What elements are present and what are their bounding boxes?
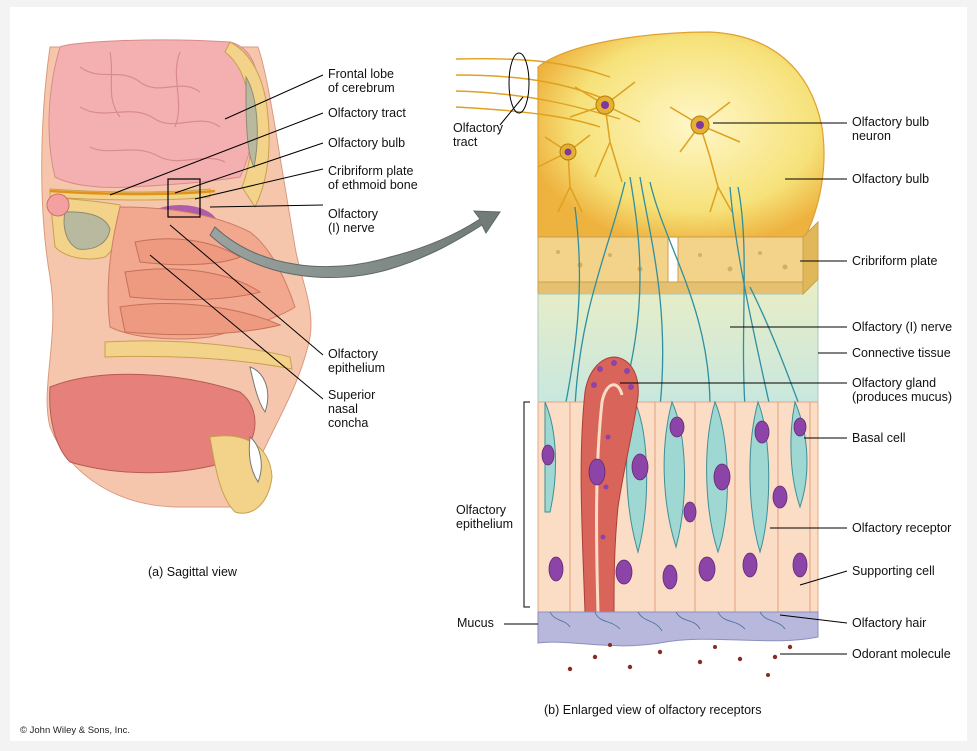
- label-olfactory-hair: Olfactory hair: [852, 616, 926, 630]
- enlarged-view: [456, 32, 824, 677]
- label-mucus: Mucus: [457, 616, 494, 630]
- label-olfactory-receptor: Olfactory receptor: [852, 521, 951, 535]
- brain: [49, 40, 258, 188]
- copyright-credit: © John Wiley & Sons, Inc.: [20, 725, 130, 736]
- label-odorant-molecule: Odorant molecule: [852, 647, 951, 661]
- label-olfactory-tract-left: Olfactory tract: [328, 106, 406, 120]
- olfactory-bulb-dome: [538, 32, 824, 237]
- label-olfactory-nerve-left: Olfactory(I) nerve: [328, 207, 378, 235]
- label-olfactory-gland: Olfactory gland(produces mucus): [852, 376, 952, 404]
- caption-enlarged: (b) Enlarged view of olfactory receptors: [544, 703, 761, 717]
- epithelium-bracket: [524, 402, 530, 607]
- label-supporting-cell: Supporting cell: [852, 564, 935, 578]
- olfaction-illustration: [10, 7, 967, 741]
- label-olfactory-bulb-left: Olfactory bulb: [328, 136, 405, 150]
- label-olfactory-bulb-right: Olfactory bulb: [852, 172, 929, 186]
- connective-tissue-block: [538, 279, 818, 402]
- label-connective-tissue: Connective tissue: [852, 346, 951, 360]
- caption-sagittal: (a) Sagittal view: [148, 565, 237, 579]
- tract-cut-ellipse: [509, 53, 529, 113]
- label-cribriform-right: Cribriform plate: [852, 254, 937, 268]
- label-basal-cell: Basal cell: [852, 431, 906, 445]
- odorant-molecules: [568, 643, 792, 677]
- mucus-layer: [538, 612, 818, 646]
- label-olfactory-nerve-right: Olfactory (I) nerve: [852, 320, 952, 334]
